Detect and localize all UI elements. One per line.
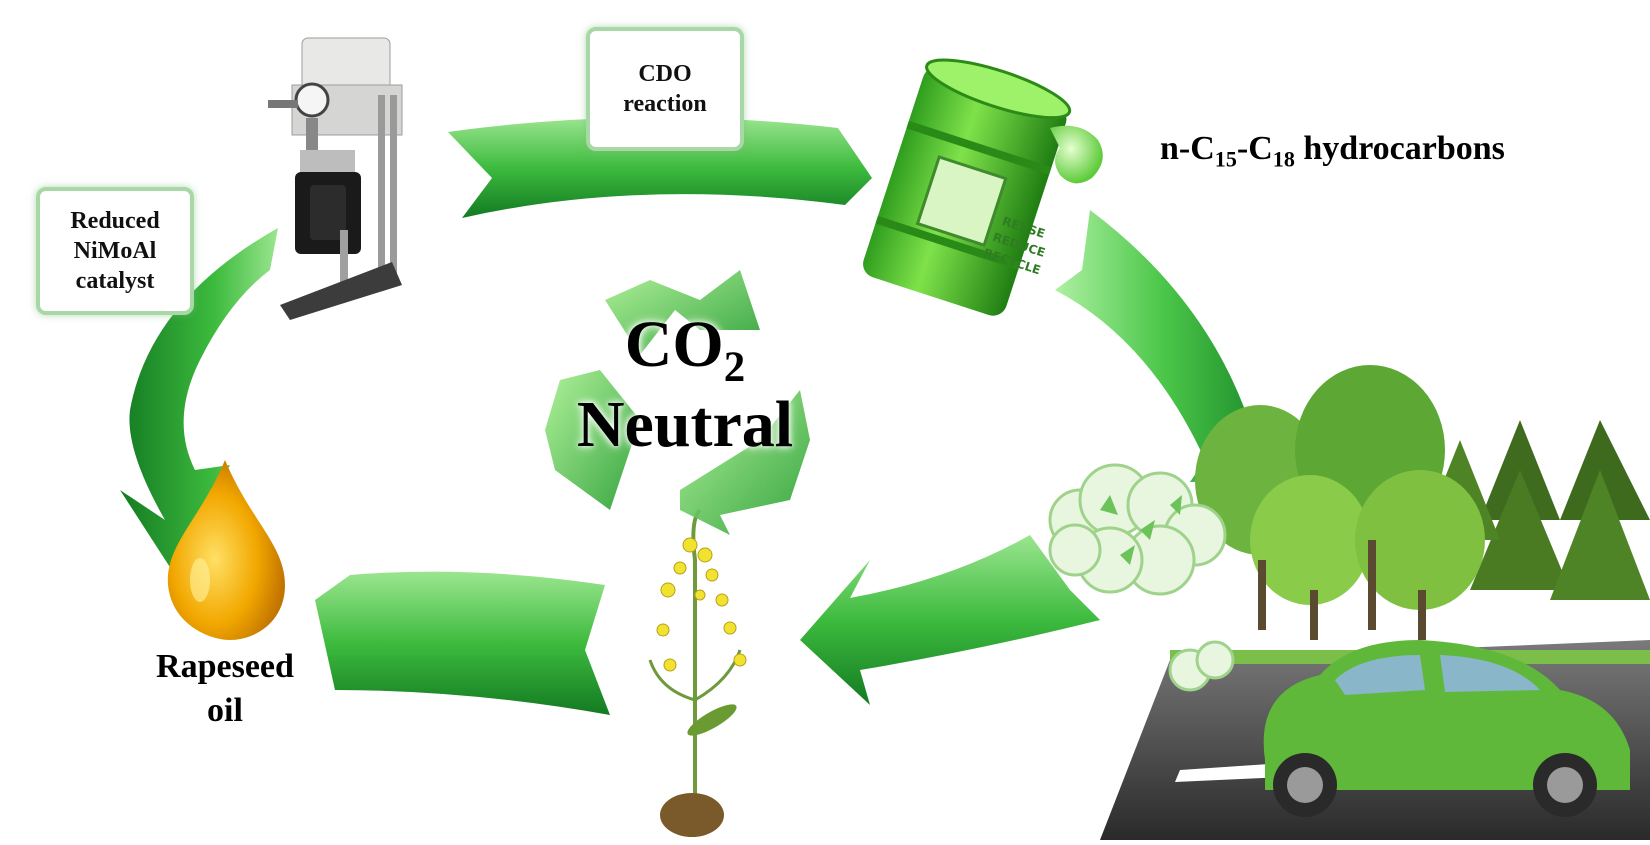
rapeseed-oil-label: Rapeseed oil	[130, 645, 320, 733]
oil-line-1: Rapeseed	[156, 648, 294, 685]
neutral-text: Neutral	[576, 388, 794, 462]
co2-sub: 2	[723, 344, 746, 391]
hc-mid: -C	[1236, 130, 1273, 167]
barrel-icon: REUSE REDUCE RECYCLE	[863, 58, 1103, 316]
hc-sub-1: 15	[1214, 146, 1237, 172]
cycle-arrow-right	[1055, 210, 1268, 482]
co2-neutral-label: CO2 Neutral	[540, 310, 830, 459]
leaf-car-icon	[1263, 640, 1630, 817]
cycle-arrow-top	[448, 117, 872, 218]
rapeseed-plant-icon	[648, 508, 747, 837]
fuel-drop-icon	[1050, 125, 1103, 184]
cdo-reaction-label: CDO reaction	[586, 27, 744, 151]
forest-icon	[1195, 365, 1650, 640]
co2-text: CO2	[540, 310, 830, 390]
cycle-arrow-bottom-left	[315, 571, 610, 715]
oil-drop-icon	[167, 460, 285, 640]
cdo-line-2: reaction	[623, 91, 707, 117]
oil-line-2: oil	[207, 692, 243, 730]
hydrocarbons-label: n-C15-C18 hydrocarbons	[1160, 130, 1640, 173]
co2-main: CO	[624, 308, 724, 381]
hc-sub-2: 18	[1272, 146, 1295, 172]
exhaust-cloud-icon	[1048, 463, 1235, 692]
recycle-icon	[545, 270, 810, 535]
catalyst-line-2: NiMoAl	[73, 238, 157, 264]
cycle-arrow-left	[120, 228, 278, 575]
catalyst-label: Reduced NiMoAl catalyst	[36, 187, 194, 315]
cycle-arrow-bottom-right	[800, 535, 1100, 705]
cdo-line-1: CDO	[638, 61, 692, 87]
catalyst-line-1: Reduced	[70, 208, 160, 234]
hc-suffix: hydrocarbons	[1294, 130, 1505, 167]
hc-prefix: n-C	[1160, 130, 1215, 167]
catalyst-line-3: catalyst	[75, 268, 155, 294]
reactor-icon	[268, 37, 403, 320]
